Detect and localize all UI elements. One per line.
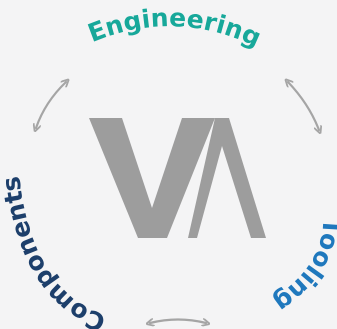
label-components-text: Components [0, 175, 109, 329]
logo-letter-v [89, 118, 215, 238]
va-logo-mark [89, 118, 266, 238]
label-engineering: Engineering [84, 3, 266, 52]
cycle-arrow-icon [36, 82, 66, 128]
cycle-arrow-icon [150, 320, 206, 324]
label-tooling: Tooling [269, 217, 337, 318]
label-tooling-text: Tooling [269, 217, 337, 318]
label-engineering-text: Engineering [84, 3, 266, 52]
cycle-arrow-icon [288, 82, 319, 130]
label-components: Components [0, 175, 109, 329]
logo-letter-lambda [188, 118, 266, 238]
